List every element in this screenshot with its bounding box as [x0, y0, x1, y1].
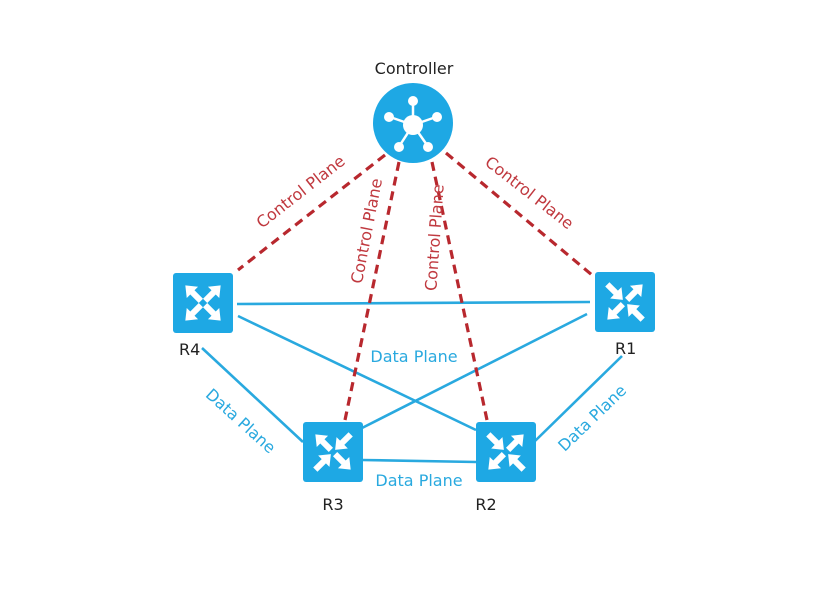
control-link-controller-r4: [237, 153, 386, 272]
hub-network-icon: [384, 96, 442, 152]
router-r2[interactable]: R2: [475, 422, 536, 514]
router-label: R4: [179, 340, 200, 359]
data-link-label-r3-r2: Data Plane: [375, 471, 462, 490]
data-link-label-r1-r2: Data Plane: [554, 381, 630, 455]
router-r3[interactable]: R3: [303, 422, 363, 514]
router-box: [303, 422, 363, 482]
router-box: [476, 422, 536, 482]
router-label: R1: [615, 339, 636, 358]
control-link-controller-r1: [444, 151, 594, 277]
data-link-r3-r2: [361, 458, 477, 464]
control-link-label-r2: Control Plane: [421, 184, 447, 292]
router-box: [595, 272, 655, 332]
data-link-r1-r2: [534, 355, 623, 442]
router-label: R3: [322, 495, 343, 514]
controller-node[interactable]: Controller: [373, 59, 454, 163]
data-link-r4-r1: [236, 300, 591, 306]
data-link-label-r4-r2: Data Plane: [370, 347, 457, 366]
data-link-r4-r2: [237, 314, 477, 432]
router-label: R2: [475, 495, 496, 514]
data-link-r1-r3: [361, 312, 588, 430]
data-link-label-r4-r3: Data Plane: [202, 385, 279, 457]
router-r1[interactable]: R1: [595, 272, 655, 358]
control-plane-links: [237, 151, 594, 421]
data-plane-links: [201, 300, 623, 464]
control-link-label-r3: Control Plane: [347, 177, 386, 285]
router-box: [173, 273, 233, 333]
data-link-r4-r3: [201, 347, 304, 443]
router-r4[interactable]: R4: [173, 273, 233, 359]
controller-label: Controller: [375, 59, 454, 78]
